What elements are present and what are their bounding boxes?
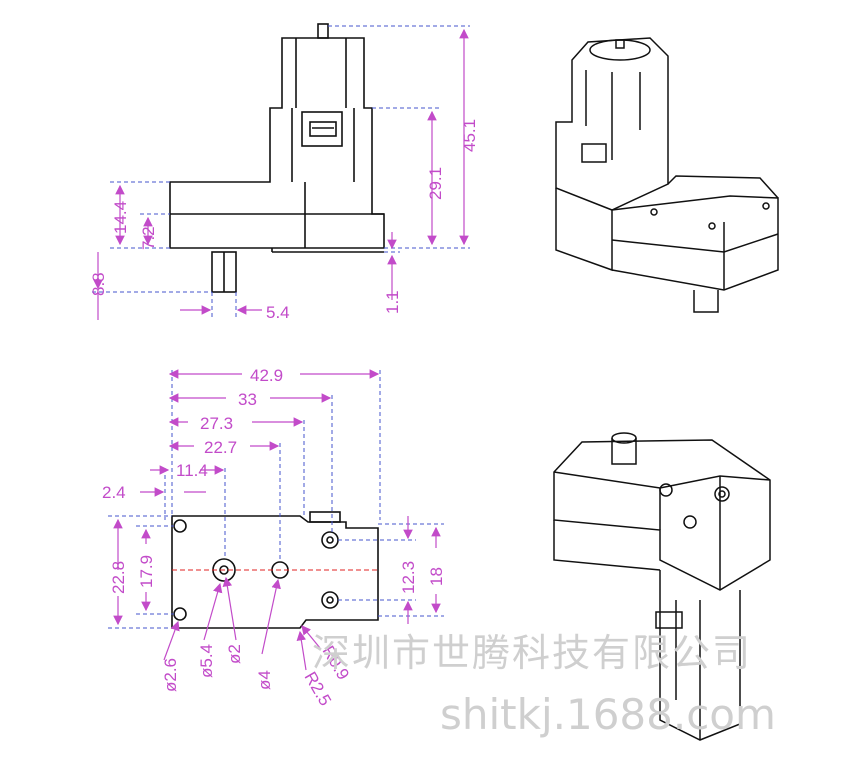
watermark-company: 深圳市世腾科技有限公司	[312, 631, 753, 675]
side-view-dimension-labels: 45.1 29.1 14.4 7.2 8.8 1.1 5.4	[89, 119, 479, 322]
dim-bottom-offset: 1.1	[383, 290, 402, 314]
dim-height-18: 18	[427, 567, 446, 586]
dim-shaft-width: 5.4	[266, 303, 290, 322]
bottom-view-drawing	[171, 511, 379, 629]
dim-motor-height: 29.1	[426, 167, 445, 200]
side-view-arrows	[93, 28, 469, 320]
dim-height-22: 22.8	[109, 561, 128, 594]
dim-length-22: 22.7	[204, 438, 237, 457]
dim-hole-d54: ø5.4	[197, 644, 216, 678]
dim-offset-2: 2.4	[102, 483, 126, 502]
dim-hole-d2: ø2	[225, 644, 244, 664]
dim-length-27: 27.3	[200, 414, 233, 433]
dim-length-total: 42.9	[250, 366, 283, 385]
dim-gearbox-height: 14.4	[111, 201, 130, 234]
dim-hole-d26: ø2.6	[161, 658, 180, 692]
bottom-view-arrows	[113, 369, 441, 671]
dim-length-33: 33	[238, 390, 257, 409]
dim-hole-d4: ø4	[255, 670, 274, 690]
dim-total-height: 45.1	[460, 119, 479, 152]
dim-half-height: 7.2	[139, 226, 158, 250]
watermark-url: shitkj.1688.com	[440, 690, 776, 739]
isometric-view-top	[555, 37, 779, 313]
dim-height-12: 12.3	[399, 561, 418, 594]
bottom-view-dimension-labels: 42.9 33 27.3 22.7 11.4 2.4 22.8 17.9 12.…	[102, 366, 446, 709]
side-view-drawing	[169, 23, 385, 293]
dim-shaft-length: 8.8	[89, 272, 108, 296]
side-view-dimension-lines	[92, 25, 470, 318]
dim-height-17: 17.9	[137, 555, 156, 588]
isometric-view-bottom	[553, 432, 771, 741]
dim-length-11: 11.4	[176, 461, 208, 480]
